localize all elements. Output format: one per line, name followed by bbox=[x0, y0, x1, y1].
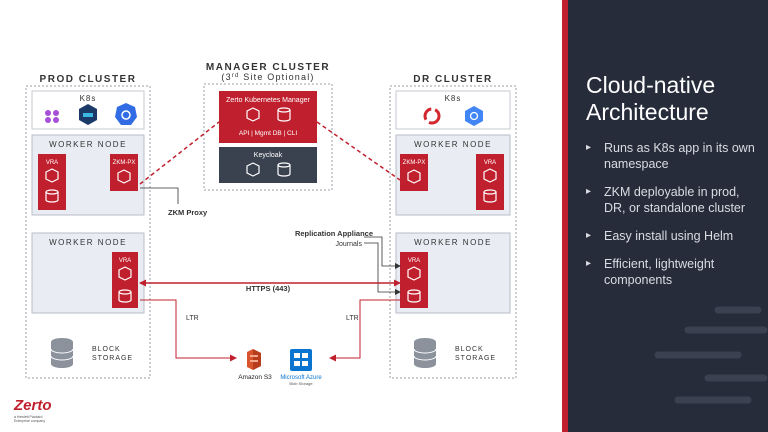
side-panel bbox=[562, 0, 768, 432]
zkm-link-prod bbox=[139, 121, 220, 185]
zerto-logo-tagline: a Hewlett Packard Enterprise company bbox=[14, 415, 46, 423]
side-panel-accent-bar bbox=[562, 0, 568, 432]
prod-worker-node-1-label: WORKER NODE bbox=[49, 140, 127, 149]
zerto-logo: Zerto a Hewlett Packard Enterprise compa… bbox=[14, 398, 58, 423]
diagram-area: PROD CLUSTER K8s WORKER NODE VRA ZKM-PX … bbox=[14, 62, 517, 423]
dr-k8s-box bbox=[395, 90, 511, 130]
azure-label-1: Microsoft Azure bbox=[280, 375, 322, 381]
openshift-icon bbox=[45, 110, 59, 123]
bullet-item: ▸ ZKM deployable in prod, DR, or standalo… bbox=[586, 184, 756, 216]
manager-cluster-label: MANAGER CLUSTER bbox=[206, 62, 330, 73]
bullet-arrow-icon: ▸ bbox=[586, 142, 592, 153]
prod-vra-1: VRA bbox=[38, 154, 66, 210]
dr-zkm-px: ZKM-PX bbox=[400, 154, 428, 191]
bullet-arrow-icon: ▸ bbox=[586, 186, 592, 197]
prod-vra-2: VRA bbox=[112, 252, 138, 308]
ltr-left-label: LTR bbox=[186, 315, 199, 322]
prod-storage-icon bbox=[50, 338, 74, 368]
slide-title: Cloud-native Architecture bbox=[586, 72, 716, 125]
prod-cluster-box bbox=[25, 85, 151, 379]
azure-blob-icon bbox=[290, 349, 312, 371]
dr-k8s-label: K8s bbox=[445, 94, 462, 103]
kubernetes-icon bbox=[115, 103, 137, 125]
amazon-s3-label: Amazon S3 bbox=[238, 374, 272, 381]
manager-cluster-box bbox=[203, 83, 333, 191]
prod-storage-label-1: BLOCK bbox=[92, 346, 121, 353]
ltr-right-label: LTR bbox=[346, 315, 359, 322]
side-decoration bbox=[654, 306, 768, 404]
dr-worker-node-1-label: WORKER NODE bbox=[414, 140, 492, 149]
svg-text:ZKM-PX: ZKM-PX bbox=[403, 160, 426, 166]
prod-storage-label-2: STORAGE bbox=[92, 355, 133, 362]
zkm-proxy-pointer bbox=[140, 187, 179, 204]
ltr-link-dr bbox=[329, 299, 400, 362]
replication-appliance-label: Replication Appliance bbox=[295, 229, 373, 238]
https-label: HTTPS (443) bbox=[246, 284, 291, 293]
svg-text:VRA: VRA bbox=[484, 160, 496, 166]
bullet-item: ▸ Efficient, lightweight components bbox=[586, 256, 756, 288]
keycloak-box: Keycloak bbox=[219, 147, 317, 183]
replication-pointer-1 bbox=[364, 236, 401, 269]
journals-label: Journals bbox=[336, 241, 363, 248]
prod-zkm-px: ZKM-PX bbox=[110, 154, 138, 191]
bullet-text: Easy install using Helm bbox=[604, 229, 734, 243]
gke-icon bbox=[465, 106, 483, 126]
dr-storage-label-2: STORAGE bbox=[455, 355, 496, 362]
dr-worker-node-2-label: WORKER NODE bbox=[414, 238, 492, 247]
amazon-s3-icon bbox=[247, 349, 261, 370]
manager-cluster-sublabel: (3rd Site Optional) bbox=[221, 72, 314, 82]
zkm-link-dr bbox=[316, 121, 401, 181]
dr-cluster-box bbox=[389, 85, 517, 379]
svg-text:VRA: VRA bbox=[119, 258, 131, 264]
dr-vra-2: VRA bbox=[400, 252, 428, 308]
ltr-link-prod bbox=[140, 299, 237, 362]
zkm-proxy-label: ZKM Proxy bbox=[168, 208, 208, 217]
eks-icon bbox=[79, 104, 97, 125]
zerto-logo-word: Zerto bbox=[14, 397, 52, 414]
prod-k8s-label: K8s bbox=[80, 94, 97, 103]
prod-cluster-label: PROD CLUSTER bbox=[40, 74, 137, 85]
dr-storage-icon bbox=[413, 338, 437, 368]
bullet-text: Efficient, lightweight components bbox=[604, 257, 715, 287]
svg-text:VRA: VRA bbox=[46, 160, 58, 166]
svg-text:API | Mgmt DB | CLI: API | Mgmt DB | CLI bbox=[239, 130, 297, 137]
openshift-refresh-icon bbox=[423, 107, 441, 125]
bullet-arrow-icon: ▸ bbox=[586, 258, 592, 269]
svg-text:Keycloak: Keycloak bbox=[254, 152, 283, 159]
zkm-manager-box: Zerto Kubernetes Manager API | Mgmt DB |… bbox=[219, 91, 317, 143]
bullet-item: ▸ Runs as K8s app in its own namespace bbox=[586, 140, 756, 172]
dr-storage-label-1: BLOCK bbox=[455, 346, 484, 353]
azure-label-2: Blob Storage bbox=[289, 381, 313, 386]
bullet-item: ▸ Easy install using Helm bbox=[586, 228, 756, 244]
svg-text:VRA: VRA bbox=[408, 258, 420, 264]
bullet-arrow-icon: ▸ bbox=[586, 230, 592, 241]
svg-text:ZKM-PX: ZKM-PX bbox=[113, 160, 136, 166]
feature-bullet-list: ▸ Runs as K8s app in its own namespace ▸ Z… bbox=[586, 140, 756, 300]
dr-vra-1: VRA bbox=[476, 154, 504, 210]
prod-worker-node-2-label: WORKER NODE bbox=[49, 238, 127, 247]
bullet-text: Runs as K8s app in its own namespace bbox=[604, 141, 755, 171]
bullet-text: ZKM deployable in prod, DR, or standalon… bbox=[604, 185, 746, 215]
dr-cluster-label: DR CLUSTER bbox=[413, 74, 492, 85]
replication-pointer-2 bbox=[364, 242, 401, 295]
architecture-diagram: PROD CLUSTER K8s WORKER NODE VRA ZKM-PX … bbox=[25, 62, 517, 386]
svg-text:Zerto Kubernetes Manager: Zerto Kubernetes Manager bbox=[226, 97, 310, 104]
